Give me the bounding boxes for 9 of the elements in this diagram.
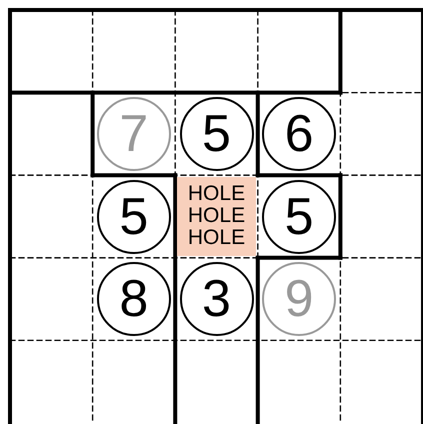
number-circle: 3 [180, 262, 254, 336]
hole-cell: HOLE HOLE HOLE [177, 177, 256, 256]
number-circle: 7 [96, 96, 171, 171]
number-circle: 6 [262, 96, 336, 171]
number-circle: 5 [180, 96, 254, 171]
number-circle: 8 [96, 262, 171, 336]
number-circle: 9 [262, 262, 336, 336]
number-circle: 5 [262, 180, 336, 254]
number-circle: 5 [96, 180, 171, 254]
